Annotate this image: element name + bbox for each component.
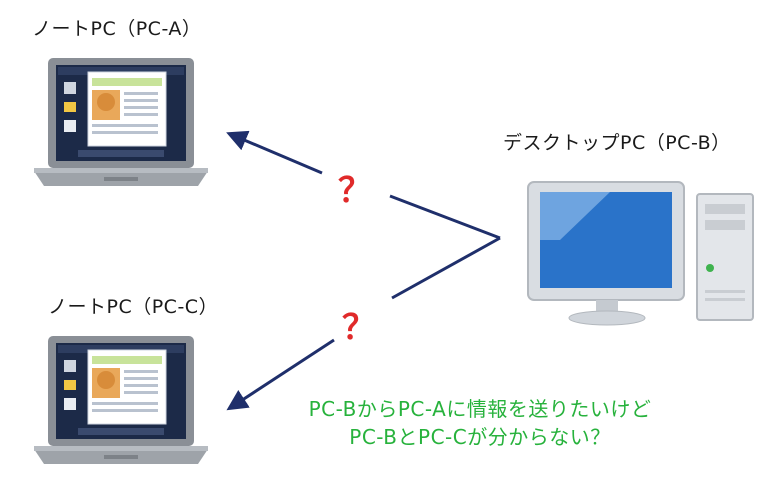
caption-line-1: PC-BからPC-Aに情報を送りたいけど: [308, 397, 652, 421]
caption: PC-BからPC-Aに情報を送りたいけど PC-BとPC-Cが分からない？: [270, 395, 690, 451]
arrow-to-pc-a: [226, 130, 501, 240]
desktop-pc-b-icon: [527, 181, 754, 326]
question-mark-c: ？: [342, 308, 376, 348]
arrow-to-pc-c: [226, 236, 501, 411]
pc-b-label: デスクトップPC（PC-B）: [503, 132, 731, 154]
pc-c-label: ノートPC（PC-C）: [48, 296, 219, 318]
caption-line-2: PC-BとPC-Cが分からない？: [349, 425, 611, 449]
laptop-pc-a-icon: [34, 58, 208, 186]
laptop-pc-c-icon: [34, 336, 208, 464]
pc-a-label: ノートPC（PC-A）: [32, 18, 202, 40]
question-mark-a: ？: [338, 171, 372, 211]
